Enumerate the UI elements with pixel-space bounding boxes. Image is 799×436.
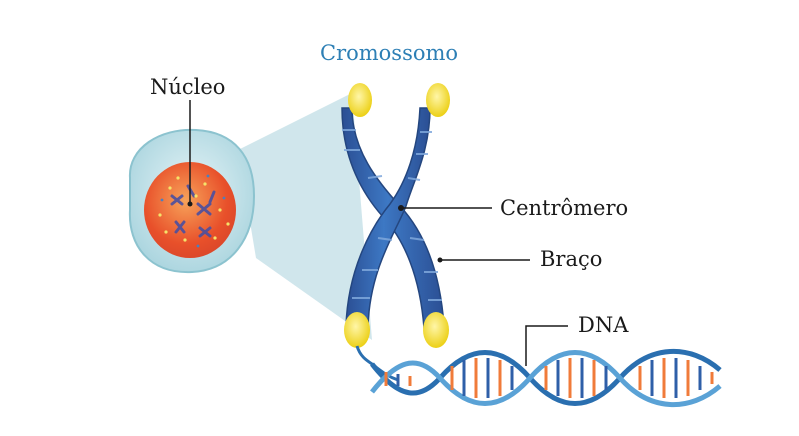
arm-label: Braço	[540, 247, 602, 271]
dna-leader	[525, 325, 568, 366]
telomere-bottom-left	[344, 312, 370, 348]
telomere-top-left	[348, 83, 372, 117]
centromere-label: Centrômero	[500, 196, 628, 220]
nucleus-chromatin	[170, 184, 216, 238]
nucleus	[144, 162, 236, 258]
dna-tail	[355, 345, 399, 382]
chromosome-title: Cromossomo	[320, 41, 458, 65]
zoom-cone	[238, 93, 372, 340]
nucleus-dots	[158, 176, 230, 242]
chromosome-illustration	[341, 83, 450, 348]
cell-illustration	[128, 128, 256, 274]
dna-backbone-b	[370, 350, 722, 407]
telomere-bottom-right	[423, 312, 449, 348]
telomere-top-right	[426, 83, 450, 117]
dna-label: DNA	[578, 313, 629, 337]
nucleus-label: Núcleo	[150, 75, 225, 99]
nucleus-leader-dot	[187, 201, 193, 207]
dna-rungs	[384, 358, 714, 398]
dna-helix-illustration	[370, 349, 722, 407]
chromosome-bands	[342, 129, 442, 301]
